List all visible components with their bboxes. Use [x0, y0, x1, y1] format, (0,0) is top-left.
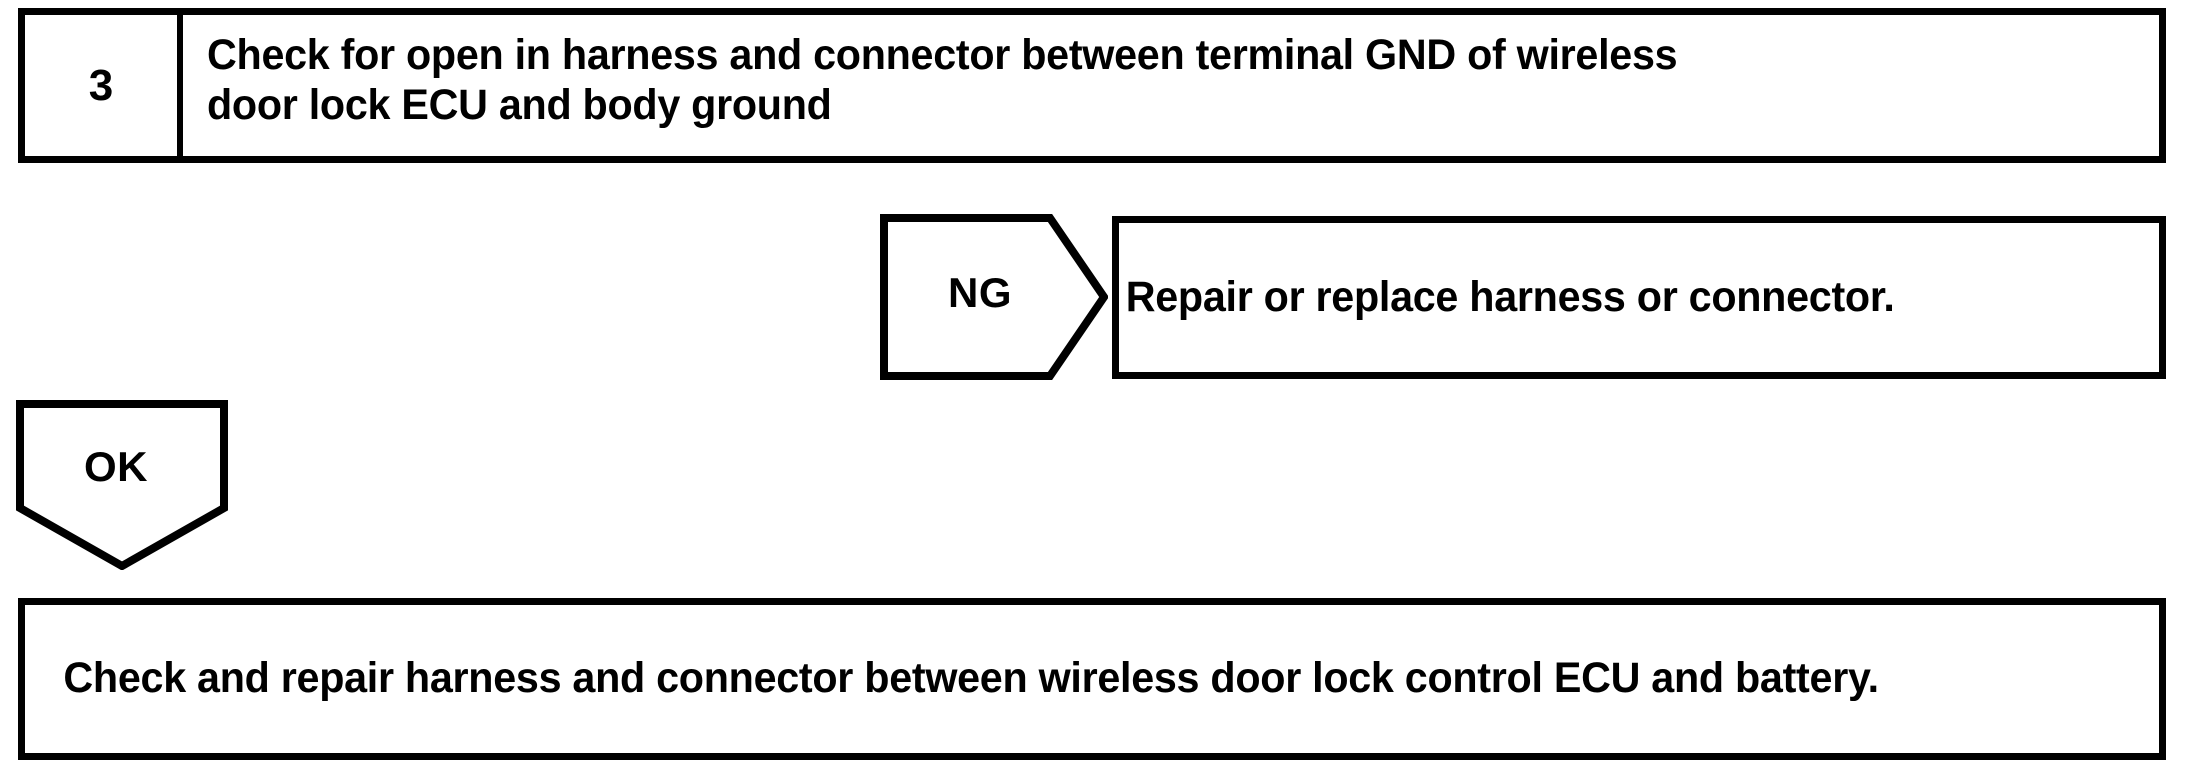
ok-arrow-shape: [16, 400, 228, 570]
step-instruction: Check for open in harness and connector …: [207, 31, 2069, 131]
ok-branch-label: OK: [84, 443, 148, 490]
ng-result-text: Repair or replace harness or connector.: [1125, 272, 1895, 321]
ng-arrow-shape: [880, 214, 1108, 380]
result-box: Check and repair harness and connector b…: [18, 598, 2166, 760]
step-number: 3: [88, 60, 114, 110]
step-box: 3 Check for open in harness and connecto…: [18, 8, 2166, 163]
result-text: Check and repair harness and connector b…: [63, 654, 1879, 703]
ng-branch-label: NG: [948, 269, 1012, 316]
ok-arrow: OK: [16, 400, 228, 570]
step-instruction-line-2: door lock ECU and body ground: [207, 80, 832, 129]
ng-arrow: NG: [880, 214, 1108, 380]
step-instruction-line-1: Check for open in harness and connector …: [207, 31, 1678, 79]
step-number-cell: 3: [25, 15, 183, 156]
ng-result-box: Repair or replace harness or connector.: [1112, 216, 2166, 379]
